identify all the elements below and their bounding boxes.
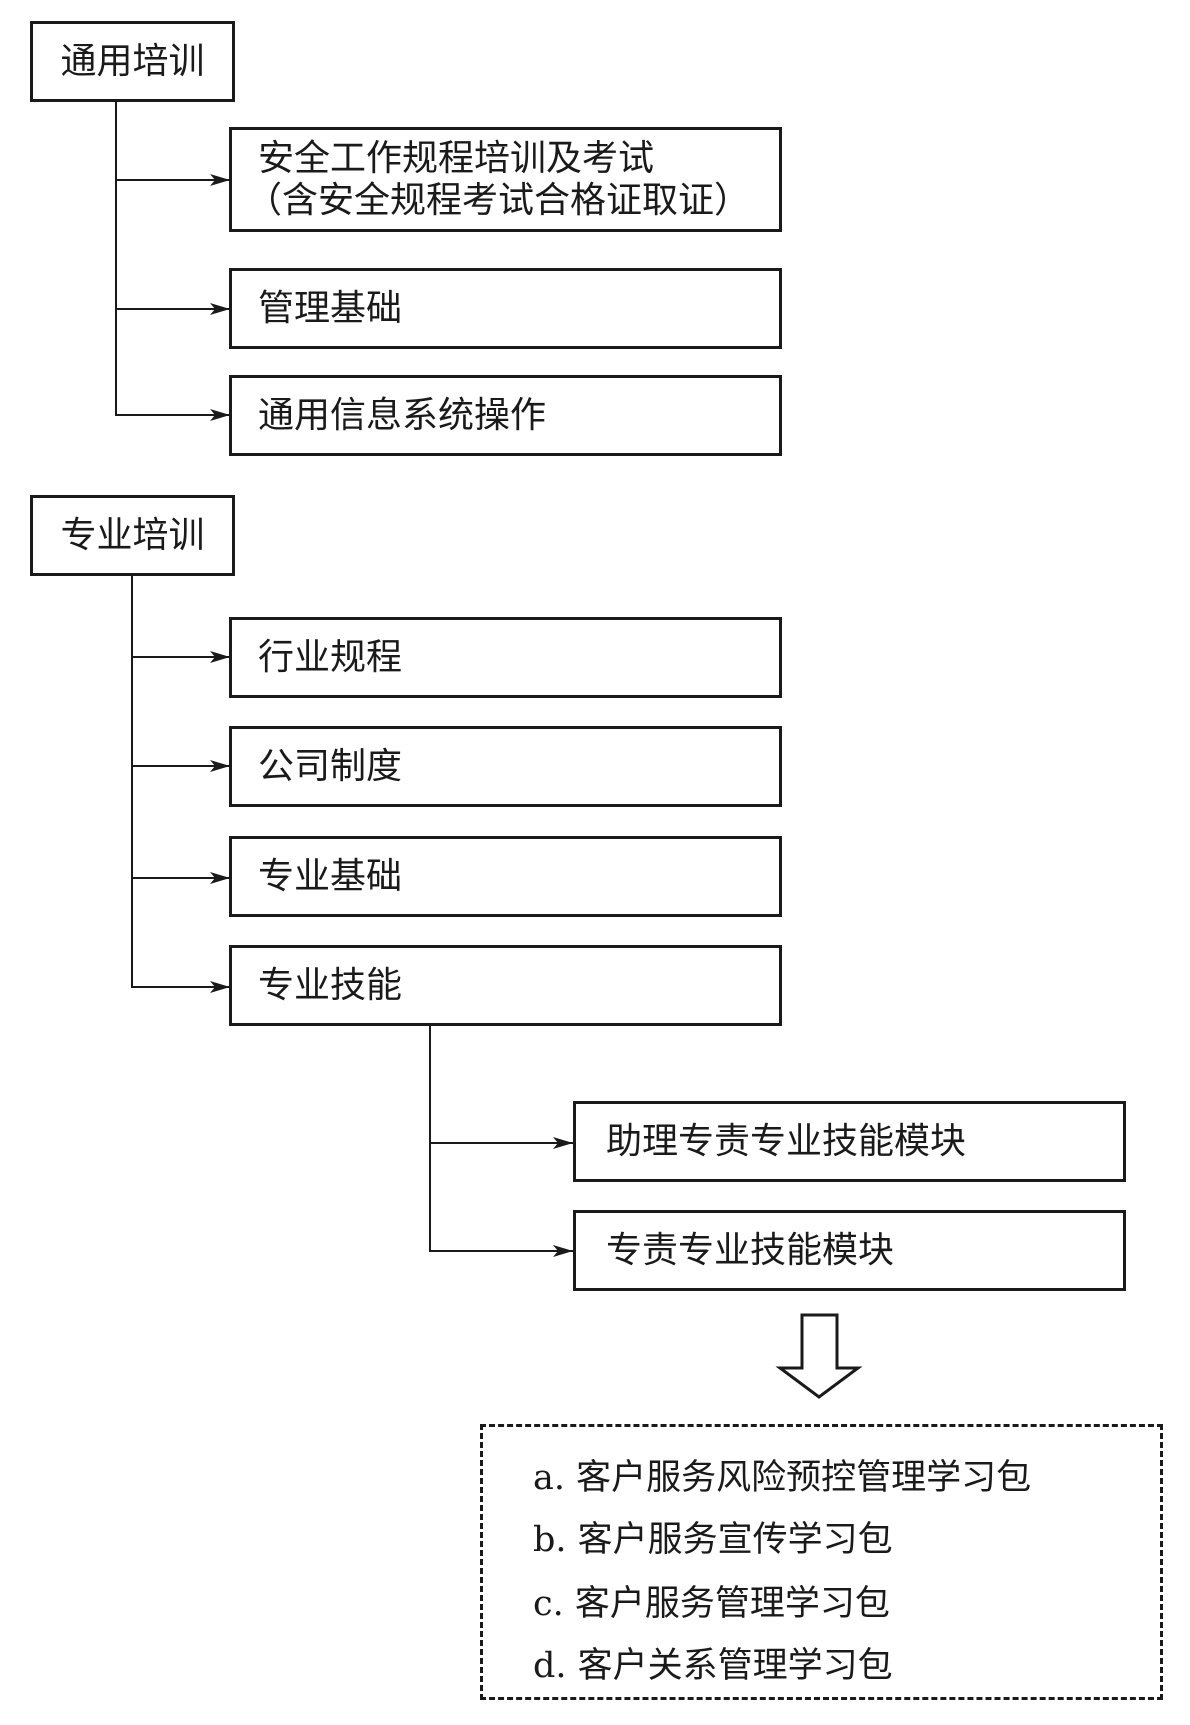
general-item-safety-rules: 安全工作规程培训及考试 （含安全规程考试合格证取证） bbox=[229, 127, 782, 232]
professional-item-industry-rules: 行业规程 bbox=[229, 617, 782, 698]
general-item-label: 通用信息系统操作 bbox=[258, 394, 547, 436]
general-item-line: （含安全规程考试合格证取证） bbox=[246, 179, 751, 221]
learning-package-item: b. 客户服务宣传学习包 bbox=[533, 1520, 893, 1560]
professional-item-label: 专业基础 bbox=[258, 855, 403, 897]
general-training-box: 通用培训 bbox=[30, 21, 235, 102]
professional-item-label: 专业技能 bbox=[258, 964, 403, 1006]
general-item-info-system: 通用信息系统操作 bbox=[229, 375, 782, 456]
professional-training-title: 专业培训 bbox=[60, 514, 205, 556]
hollow-down-arrow-icon bbox=[775, 1313, 863, 1399]
skill-module-label: 专责专业技能模块 bbox=[606, 1229, 895, 1271]
professional-item-company-policy: 公司制度 bbox=[229, 726, 782, 807]
professional-item-label: 行业规程 bbox=[258, 636, 403, 678]
skill-module-label: 助理专责专业技能模块 bbox=[606, 1120, 967, 1162]
general-item-management-basics: 管理基础 bbox=[229, 268, 782, 349]
skill-module-specialist: 专责专业技能模块 bbox=[573, 1210, 1126, 1291]
professional-item-label: 公司制度 bbox=[258, 745, 403, 787]
professional-item-basics: 专业基础 bbox=[229, 836, 782, 917]
professional-item-skills: 专业技能 bbox=[229, 945, 782, 1026]
general-item-line: 安全工作规程培训及考试 bbox=[258, 138, 655, 180]
skill-module-assistant: 助理专责专业技能模块 bbox=[573, 1101, 1126, 1182]
general-training-title: 通用培训 bbox=[60, 40, 205, 82]
learning-package-item: a. 客户服务风险预控管理学习包 bbox=[533, 1458, 1032, 1498]
general-item-label: 管理基础 bbox=[258, 287, 403, 329]
learning-packages-box: a. 客户服务风险预控管理学习包 b. 客户服务宣传学习包 c. 客户服务管理学… bbox=[480, 1424, 1163, 1700]
learning-package-item: c. 客户服务管理学习包 bbox=[533, 1584, 890, 1624]
learning-package-item: d. 客户关系管理学习包 bbox=[533, 1646, 893, 1686]
professional-training-box: 专业培训 bbox=[30, 495, 235, 576]
